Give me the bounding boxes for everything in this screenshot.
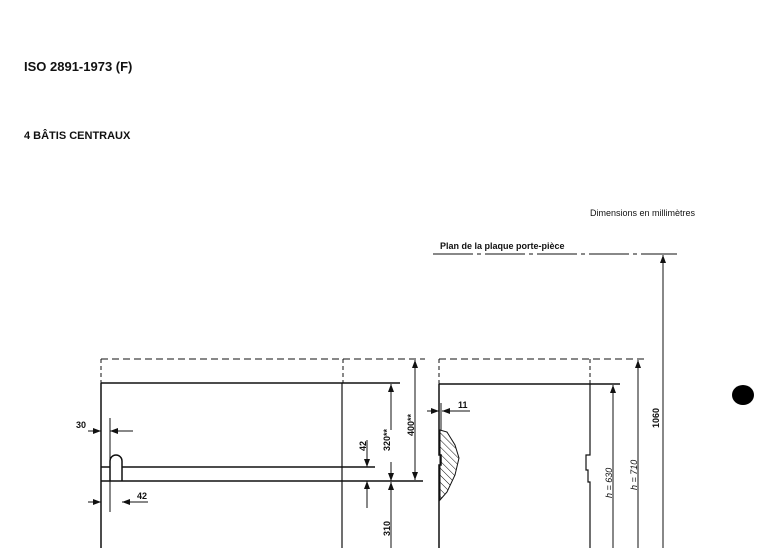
dim-310-label: 310 <box>382 521 392 536</box>
left-frame <box>100 358 425 548</box>
right-frame <box>438 358 645 548</box>
plane-label: Plan de la plaque porte-pièce <box>440 241 565 251</box>
punch-hole-mark <box>732 385 754 405</box>
dim-42-vertical-label: 42 <box>358 441 368 451</box>
dim-11-label: 11 <box>458 400 468 410</box>
document-id: ISO 2891-1973 (F) <box>24 59 133 74</box>
section-title: 4 BÂTIS CENTRAUX <box>24 130 131 142</box>
dim-42-horizontal-label: 42 <box>137 491 147 501</box>
dim-h710-label: h = 710 <box>629 460 639 490</box>
dim-400-label: 400** <box>406 413 416 436</box>
dim-320-label: 320** <box>382 428 392 451</box>
units-note: Dimensions en millimètres <box>589 208 695 218</box>
dim-1060-label: 1060 <box>651 408 661 428</box>
dim-30-label: 30 <box>76 420 86 430</box>
dim-h630-label: h = 630 <box>604 468 614 498</box>
